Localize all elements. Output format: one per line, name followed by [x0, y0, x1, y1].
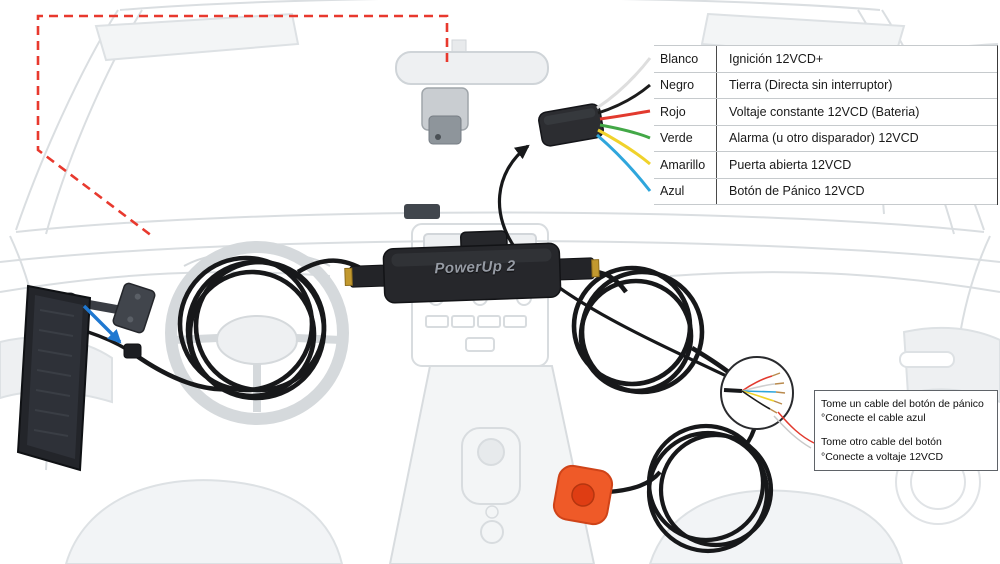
- legend-row-amarillo: Amarillo Puerta abierta 12VCD: [654, 152, 997, 179]
- powerup-device: [344, 230, 600, 304]
- wire-function: Alarma (u otro disparador) 12VCD: [716, 125, 997, 151]
- wire-name: Azul: [660, 184, 685, 199]
- dash-display-badge: [404, 204, 440, 219]
- cable-connector-plug: [123, 343, 142, 359]
- rearview-mirror: [395, 39, 549, 85]
- note-line: °Conecte el cable azul: [821, 412, 926, 425]
- legend-row-negro: Negro Tierra (Directa sin interruptor): [654, 72, 997, 99]
- wire-legend-table: Blanco Ignición 12VCD+ Negro Tierra (Dir…: [654, 45, 998, 205]
- panic-button: [552, 464, 614, 526]
- powerup-connector-left: [344, 264, 391, 288]
- wire-name: Negro: [660, 78, 695, 93]
- wire-function: Ignición 12VCD+: [716, 46, 997, 72]
- panic-cable-coil: [607, 415, 774, 554]
- wire-function: Puerta abierta 12VCD: [716, 152, 997, 178]
- display-device: [16, 282, 156, 472]
- wire-name: Blanco: [660, 51, 699, 66]
- powerup-connector-right: [553, 257, 600, 281]
- wire-name: Amarillo: [660, 157, 706, 172]
- wire-name: Verde: [660, 131, 693, 146]
- panic-tap-wire-white: [773, 415, 812, 449]
- wire-verde: [599, 123, 651, 140]
- panic-tap-wire-red: [777, 411, 815, 444]
- output-cable-coil: [571, 265, 738, 395]
- wire-blanco: [596, 57, 652, 110]
- red-dashed-routing-path: [36, 14, 449, 238]
- wire-name: Rojo: [660, 104, 686, 119]
- wire-function: Tierra (Directa sin interruptor): [716, 72, 997, 98]
- wire-function: Botón de Pánico 12VCD: [716, 178, 997, 204]
- note-line: Tome otro cable del botón: [821, 436, 942, 449]
- mirror-camera: [421, 87, 469, 145]
- legend-row-verde: Verde Alarma (u otro disparador) 12VCD: [654, 125, 997, 152]
- wire-azul: [596, 133, 652, 192]
- splice-wires: [741, 375, 777, 410]
- display-cable-coil: [132, 255, 368, 401]
- wire-function: Voltaje constante 12VCD (Bateria): [716, 99, 997, 125]
- io-connector-box: [538, 57, 652, 192]
- wire-fan: [596, 57, 652, 192]
- center-console: [388, 365, 596, 564]
- note-gap: [821, 425, 991, 435]
- note-line: Tome un cable del botón de pánico: [821, 398, 984, 410]
- legend-row-rojo: Rojo Voltaje constante 12VCD (Bateria): [654, 99, 997, 126]
- wire-rojo: [599, 109, 651, 121]
- bare-wire-tips: [769, 372, 786, 414]
- blue-connect-arrow: [82, 304, 122, 344]
- wire-negro: [597, 83, 651, 115]
- instruction-note: Tome un cable del botón de pánico °Conec…: [814, 390, 998, 471]
- legend-row-azul: Azul Botón de Pánico 12VCD: [654, 178, 997, 205]
- legend-row-blanco: Blanco Ignición 12VCD+: [654, 46, 997, 73]
- wire-amarillo: [597, 128, 651, 166]
- note-line: °Conecte a voltaje 12VCD: [821, 450, 944, 463]
- splice-highlight-circle: [720, 356, 815, 449]
